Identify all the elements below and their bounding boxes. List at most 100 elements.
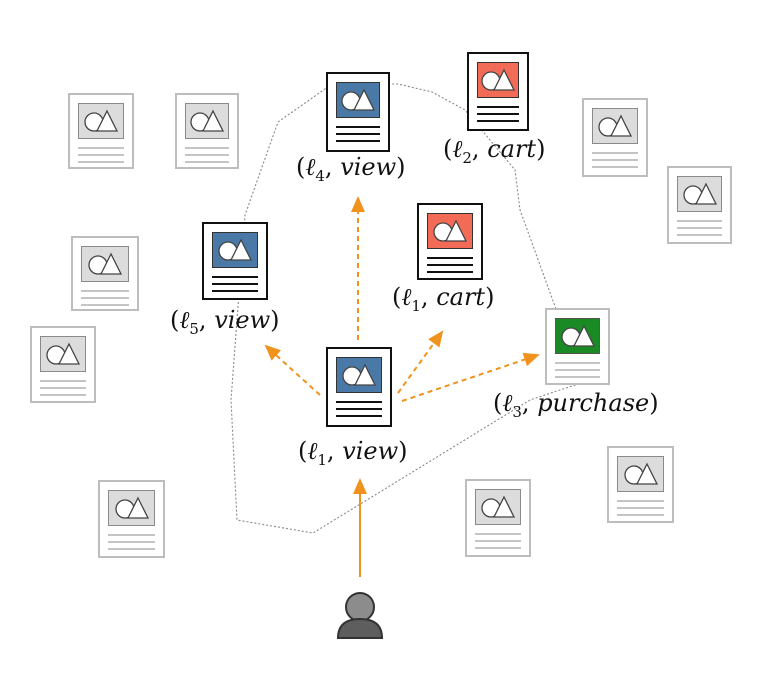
shapes-icon xyxy=(88,252,123,275)
shapes-icon xyxy=(84,109,119,132)
text-line xyxy=(475,547,521,549)
item-l5-view[interactable] xyxy=(202,222,268,300)
item-candidate[interactable] xyxy=(30,326,96,403)
text-line xyxy=(427,264,473,266)
shapes-icon xyxy=(46,342,81,365)
text-line xyxy=(475,540,521,542)
text-line xyxy=(78,154,124,156)
item-thumbnail xyxy=(555,318,600,354)
text-line xyxy=(78,147,124,149)
label-l4-view: (ℓ4, view) xyxy=(296,153,406,185)
text-line xyxy=(336,408,382,410)
user-avatar-icon xyxy=(336,592,384,639)
text-line xyxy=(108,541,155,543)
text-line xyxy=(427,257,473,259)
item-candidate[interactable] xyxy=(582,98,648,177)
text-line xyxy=(40,387,86,389)
text-line xyxy=(78,161,124,163)
text-line xyxy=(336,415,382,417)
item-thumbnail xyxy=(592,108,638,144)
text-line xyxy=(677,220,722,222)
item-thumbnail xyxy=(185,103,229,139)
text-line xyxy=(592,152,638,154)
shapes-icon xyxy=(623,462,658,485)
item-candidate[interactable] xyxy=(607,446,674,523)
item-candidate[interactable] xyxy=(68,93,134,169)
item-thumbnail xyxy=(336,357,382,393)
text-line xyxy=(81,290,129,292)
text-line xyxy=(477,120,519,122)
shapes-icon xyxy=(218,238,253,261)
shapes-icon xyxy=(341,88,376,111)
text-line xyxy=(592,166,638,168)
item-thumbnail xyxy=(81,246,129,282)
text-line xyxy=(212,290,258,292)
text-line xyxy=(617,514,664,516)
item-thumbnail xyxy=(427,213,473,249)
text-line xyxy=(81,304,129,306)
item-l3-purchase[interactable] xyxy=(545,308,610,385)
text-line xyxy=(40,394,86,396)
label-l3-purchase: (ℓ3, purchase) xyxy=(493,389,659,421)
label-l1-cart: (ℓ1, cart) xyxy=(392,283,495,315)
item-thumbnail xyxy=(477,62,519,98)
shapes-icon xyxy=(481,68,516,91)
text-line xyxy=(336,133,380,135)
item-thumbnail xyxy=(78,103,124,139)
shapes-icon xyxy=(481,495,516,518)
item-candidate[interactable] xyxy=(465,479,531,557)
arrow-to-l5-view xyxy=(264,344,321,396)
item-candidate[interactable] xyxy=(175,93,239,169)
item-candidate[interactable] xyxy=(667,166,732,244)
text-line xyxy=(617,507,664,509)
shapes-icon xyxy=(598,114,633,137)
text-line xyxy=(336,140,380,142)
text-line xyxy=(108,534,155,536)
item-thumbnail xyxy=(40,336,86,372)
text-line xyxy=(555,369,600,371)
text-line xyxy=(555,362,600,364)
arrow-to-l1-cart xyxy=(397,330,444,394)
shapes-icon xyxy=(342,363,377,386)
text-line xyxy=(212,283,258,285)
item-candidate[interactable] xyxy=(98,480,165,558)
text-line xyxy=(40,380,86,382)
text-line xyxy=(108,548,155,550)
arrow-to-l3-purchase xyxy=(401,352,540,402)
text-line xyxy=(477,106,519,108)
text-line xyxy=(212,276,258,278)
shapes-icon xyxy=(190,109,225,132)
item-thumbnail xyxy=(108,490,155,526)
item-l2-cart[interactable] xyxy=(467,52,529,131)
text-line xyxy=(555,376,600,378)
text-line xyxy=(185,154,229,156)
item-thumbnail xyxy=(677,176,722,212)
text-line xyxy=(477,113,519,115)
item-thumbnail xyxy=(336,82,380,118)
shapes-icon xyxy=(433,219,468,242)
text-line xyxy=(81,297,129,299)
label-l2-cart: (ℓ2, cart) xyxy=(443,135,546,167)
label-l5-view: (ℓ5, view) xyxy=(170,306,280,338)
text-line xyxy=(336,126,380,128)
text-line xyxy=(185,161,229,163)
shapes-icon xyxy=(682,182,717,205)
item-thumbnail xyxy=(475,489,521,525)
shapes-icon xyxy=(560,324,595,347)
text-line xyxy=(336,401,382,403)
text-line xyxy=(677,234,722,236)
item-l1-view[interactable] xyxy=(326,347,392,427)
item-l4-view[interactable] xyxy=(326,72,390,152)
text-line xyxy=(475,533,521,535)
text-line xyxy=(617,500,664,502)
text-line xyxy=(592,159,638,161)
label-l1-view: (ℓ1, view) xyxy=(298,437,408,469)
item-thumbnail xyxy=(617,456,664,492)
text-line xyxy=(185,147,229,149)
shapes-icon xyxy=(114,496,149,519)
text-line xyxy=(427,271,473,273)
item-l1-cart[interactable] xyxy=(417,203,483,280)
item-thumbnail xyxy=(212,232,258,268)
item-candidate[interactable] xyxy=(71,236,139,311)
